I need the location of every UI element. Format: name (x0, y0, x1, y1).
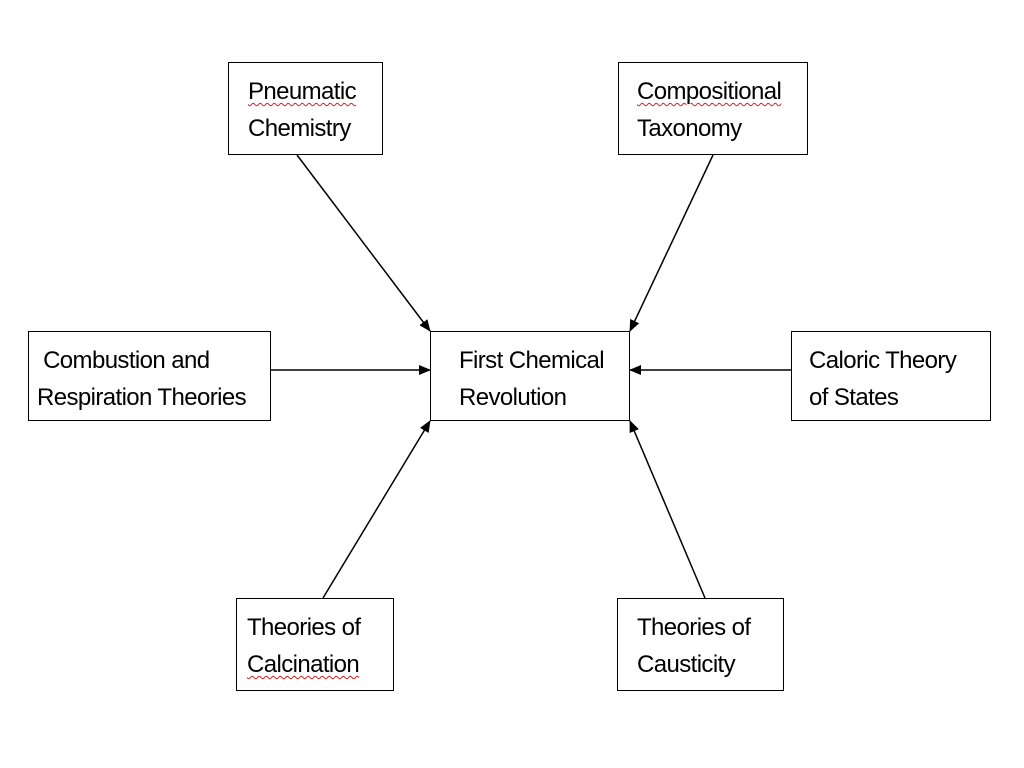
node-label-line: Revolution (459, 384, 567, 411)
node-label-line: Chemistry (248, 115, 351, 142)
node-combustion-respiration: Combustion and Respiration Theories (28, 331, 271, 421)
arrow-calcination-to-center (322, 420, 431, 599)
node-label-line: Causticity (637, 651, 736, 678)
node-label-line: Caloric Theory (809, 347, 957, 374)
node-label-line: Calcination (247, 651, 360, 678)
arrow-compositional-to-center (629, 154, 714, 332)
arrow-causticity-to-center (629, 420, 706, 599)
node-label-line: Respiration Theories (37, 384, 247, 411)
node-label-line: Theories of (637, 614, 751, 641)
node-label-line: Compositional (637, 78, 782, 105)
node-first-chemical-revolution: First Chemical Revolution (430, 331, 630, 421)
node-pneumatic-chemistry: Pneumatic Chemistry (228, 62, 383, 155)
node-caloric-theory: Caloric Theory of States (791, 331, 991, 421)
node-label-line: Taxonomy (637, 115, 742, 142)
node-compositional-taxonomy: Compositional Taxonomy (618, 62, 808, 155)
node-label-line: Combustion and (37, 347, 210, 374)
node-label-line: First Chemical (459, 347, 605, 374)
node-theories-of-causticity: Theories of Causticity (617, 598, 784, 691)
node-label-line: Pneumatic (248, 78, 357, 105)
node-label-line: Theories of (247, 614, 361, 641)
node-theories-of-calcination: Theories of Calcination (236, 598, 394, 691)
node-label-line: of States (809, 384, 899, 411)
arrow-pneumatic-to-center (296, 154, 431, 332)
